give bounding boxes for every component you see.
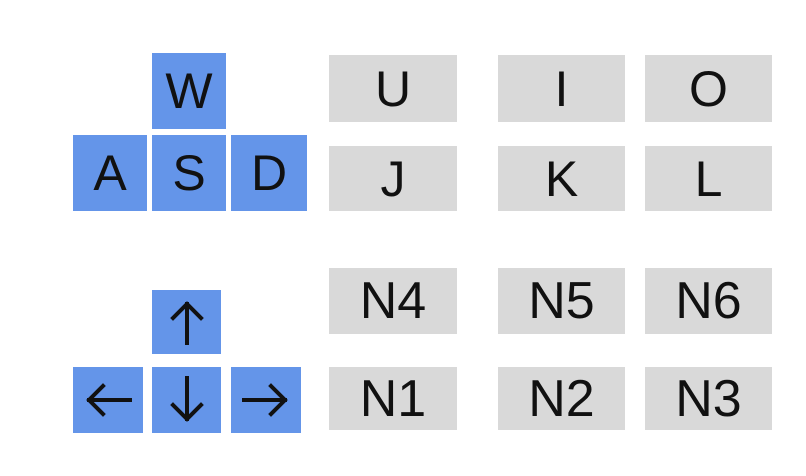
- key-n5-label: N5: [528, 272, 595, 330]
- arrow-up-icon: [167, 298, 207, 346]
- key-n3-label: N3: [675, 369, 742, 428]
- key-n2-label: N2: [528, 369, 595, 428]
- key-arrow-right: [231, 367, 301, 433]
- key-a: A: [73, 135, 147, 211]
- key-k-label: K: [544, 150, 579, 207]
- key-a-label: A: [93, 145, 127, 201]
- key-k: K: [498, 146, 625, 211]
- arrow-left-icon: [83, 380, 133, 420]
- key-n4: N4: [329, 268, 457, 334]
- arrow-down-icon: [167, 375, 207, 425]
- key-s-label: S: [172, 145, 206, 201]
- key-s: S: [152, 135, 226, 211]
- key-arrow-left: [73, 367, 143, 433]
- key-o-label: O: [689, 60, 728, 117]
- key-i-label: I: [554, 60, 569, 117]
- key-w-label: W: [165, 63, 213, 119]
- key-n4-label: N4: [359, 272, 427, 330]
- key-d-label: D: [250, 145, 288, 201]
- key-n1-label: N1: [359, 369, 427, 428]
- key-i: I: [498, 55, 625, 122]
- key-n5: N5: [498, 268, 625, 334]
- key-o: O: [645, 55, 772, 122]
- key-u: U: [329, 55, 457, 122]
- key-n1: N1: [329, 367, 457, 430]
- key-n6: N6: [645, 268, 772, 334]
- key-n6-label: N6: [675, 272, 742, 330]
- key-j-label: J: [380, 150, 406, 207]
- key-l: L: [645, 146, 772, 211]
- key-n2: N2: [498, 367, 625, 430]
- key-arrow-up: [152, 290, 221, 354]
- key-d: D: [231, 135, 307, 211]
- key-j: J: [329, 146, 457, 211]
- key-arrow-down: [152, 367, 221, 433]
- arrow-right-icon: [241, 380, 291, 420]
- key-n3: N3: [645, 367, 772, 430]
- key-u-label: U: [374, 60, 412, 117]
- key-w: W: [152, 53, 226, 129]
- key-l-label: L: [694, 150, 723, 207]
